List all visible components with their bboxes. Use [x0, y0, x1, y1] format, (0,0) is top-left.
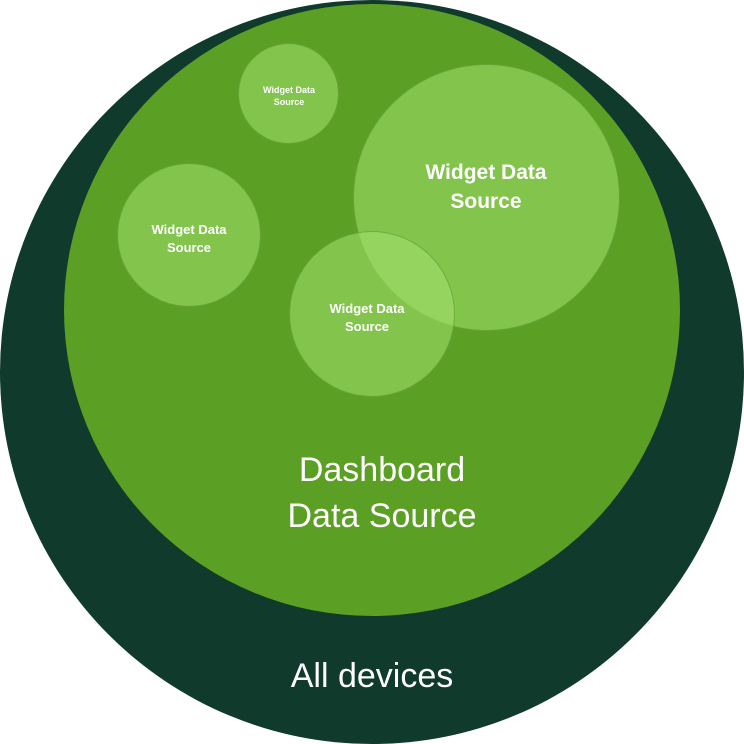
all-devices-label: All devices — [290, 657, 454, 695]
widget-data-source-label-large: Widget Data Source — [425, 161, 547, 213]
widget-data-source-circle-center — [289, 231, 455, 397]
widget-data-source-circle-left — [117, 163, 261, 307]
widget-data-source-circle-small — [238, 43, 339, 144]
widget-data-source-label-center: Widget Data Source — [329, 301, 405, 334]
dashboard-data-source-label: Dashboard Data Source — [287, 451, 477, 535]
widget-data-source-label-small: Widget Data Source — [263, 85, 315, 107]
widget-data-source-label-left: Widget Data Source — [151, 222, 227, 255]
